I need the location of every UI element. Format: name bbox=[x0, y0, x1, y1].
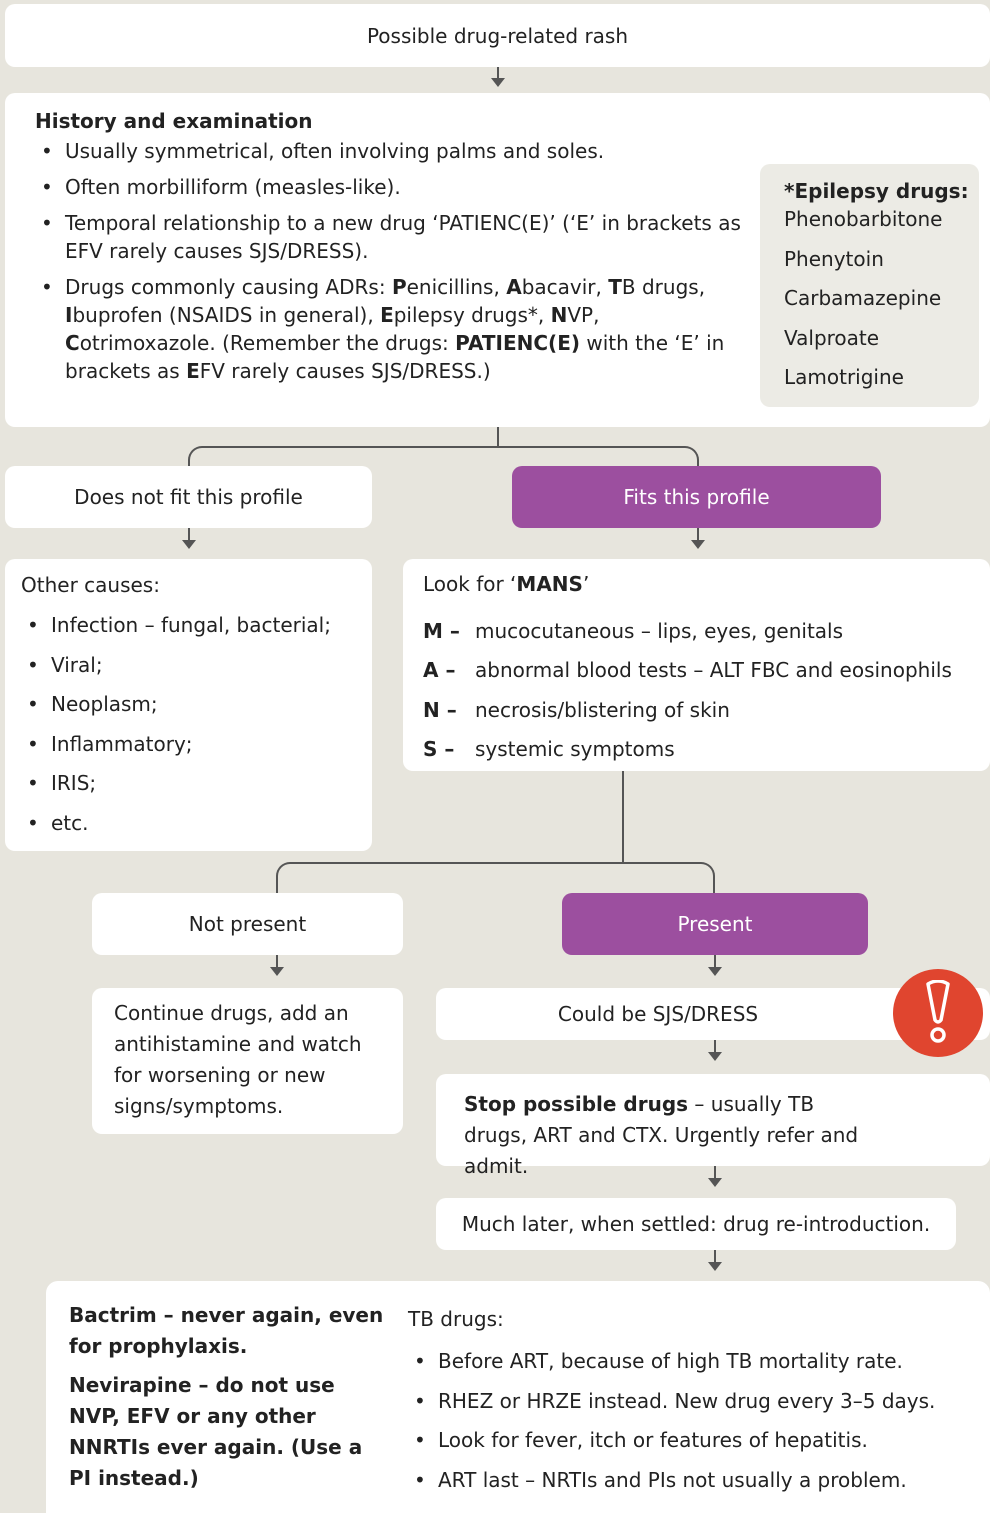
arrow-down-icon bbox=[708, 1178, 722, 1187]
connector bbox=[697, 528, 699, 542]
connector bbox=[714, 1166, 716, 1180]
present-box: Present bbox=[562, 893, 868, 955]
start-label: Possible drug-related rash bbox=[366, 23, 629, 48]
connector bbox=[714, 1040, 716, 1054]
connector bbox=[714, 955, 716, 969]
tb-item: Look for fever, itch or features of hepa… bbox=[408, 1427, 988, 1467]
stop-box: Stop possible drugs – usually TB drugs, … bbox=[436, 1074, 990, 1178]
mans-row-s: S –systemic symptoms bbox=[423, 737, 675, 762]
not-fit-label: Does not fit this profile bbox=[74, 485, 303, 509]
mans-title: Look for ‘MANS’ bbox=[423, 572, 590, 596]
epilepsy-title: *Epilepsy drugs: bbox=[784, 179, 969, 203]
history-bullet: Often morbilliform (measles-like). bbox=[35, 173, 745, 201]
arrow-down-icon bbox=[708, 1262, 722, 1271]
final-right: TB drugs: Before ART, because of high TB… bbox=[408, 1306, 988, 1506]
present-label: Present bbox=[677, 912, 753, 936]
start-box: Possible drug-related rash bbox=[5, 4, 990, 67]
later-label: Much later, when settled: drug re-introd… bbox=[461, 1212, 931, 1236]
connector bbox=[622, 771, 624, 863]
warning-icon bbox=[893, 969, 983, 1057]
other-cause-item: etc. bbox=[21, 810, 372, 850]
other-causes-list: Infection – fungal, bacterial; Viral; Ne… bbox=[21, 612, 372, 849]
history-title: History and examination bbox=[35, 109, 313, 133]
nevirapine-text: Nevirapine – do not use NVP, EFV or any … bbox=[69, 1373, 363, 1490]
continue-box: Continue drugs, add an antihistamine and… bbox=[92, 988, 403, 1134]
tb-item: RHEZ or HRZE instead. New drug every 3–5… bbox=[408, 1388, 988, 1428]
fits-box: Fits this profile bbox=[512, 466, 881, 528]
history-bullet: Temporal relationship to a new drug ‘PAT… bbox=[35, 209, 745, 265]
tb-list: Before ART, because of high TB mortality… bbox=[408, 1348, 988, 1506]
continue-text: Continue drugs, add an antihistamine and… bbox=[114, 1001, 362, 1118]
arrow-down-icon bbox=[708, 1052, 722, 1061]
not-present-box: Not present bbox=[92, 893, 403, 955]
connector bbox=[497, 427, 499, 447]
connector bbox=[276, 955, 278, 969]
fits-label: Fits this profile bbox=[623, 485, 770, 509]
arrow-down-icon bbox=[182, 540, 196, 549]
sjs-label: Could be SJS/DRESS bbox=[557, 1002, 759, 1026]
epilepsy-item: Valproate bbox=[784, 325, 880, 350]
connector bbox=[497, 67, 499, 81]
history-bullet-drugs: Drugs commonly causing ADRs: Penicillins… bbox=[35, 273, 745, 385]
arrow-down-icon bbox=[691, 540, 705, 549]
tb-item: ART last – NRTIs and PIs not usually a p… bbox=[408, 1467, 988, 1507]
tb-title: TB drugs: bbox=[408, 1307, 504, 1331]
other-cause-item: Inflammatory; bbox=[21, 731, 372, 771]
epilepsy-box: *Epilepsy drugs: Phenobarbitone Phenytoi… bbox=[760, 164, 979, 407]
connector bbox=[188, 528, 190, 542]
final-box: Bactrim – never again, even for prophyla… bbox=[46, 1281, 990, 1513]
stop-text: Stop possible drugs – usually TB drugs, … bbox=[464, 1092, 859, 1178]
tb-item: Before ART, because of high TB mortality… bbox=[408, 1348, 988, 1388]
mans-box: Look for ‘MANS’ M –mucocutaneous – lips,… bbox=[403, 559, 990, 771]
arrow-down-icon bbox=[708, 967, 722, 976]
final-left: Bactrim – never again, even for prophyla… bbox=[69, 1300, 389, 1494]
mans-row-n: N –necrosis/blistering of skin bbox=[423, 697, 730, 722]
arrow-down-icon bbox=[270, 967, 284, 976]
history-bullet: Usually symmetrical, often involving pal… bbox=[35, 137, 745, 165]
later-box: Much later, when settled: drug re-introd… bbox=[436, 1198, 956, 1250]
other-cause-item: Infection – fungal, bacterial; bbox=[21, 612, 372, 652]
other-causes-box: Other causes: Infection – fungal, bacter… bbox=[5, 559, 372, 851]
epilepsy-item: Phenobarbitone bbox=[784, 207, 943, 231]
not-fit-box: Does not fit this profile bbox=[5, 466, 372, 528]
mans-row-a: A –abnormal blood tests – ALT FBC and eo… bbox=[423, 658, 952, 683]
connector bbox=[714, 1250, 716, 1264]
other-cause-item: Viral; bbox=[21, 652, 372, 692]
branch-connector bbox=[188, 446, 699, 466]
epilepsy-item: Phenytoin bbox=[784, 246, 884, 271]
epilepsy-item: Carbamazepine bbox=[784, 286, 942, 310]
epilepsy-item: Lamotrigine bbox=[784, 365, 904, 389]
history-list: Usually symmetrical, often involving pal… bbox=[35, 137, 745, 385]
branch-connector bbox=[276, 862, 715, 894]
other-cause-item: IRIS; bbox=[21, 770, 372, 810]
other-causes-title: Other causes: bbox=[21, 573, 160, 597]
arrow-down-icon bbox=[491, 78, 505, 87]
not-present-label: Not present bbox=[188, 912, 307, 936]
bactrim-text: Bactrim – never again, even for prophyla… bbox=[69, 1303, 384, 1358]
mans-row-m: M –mucocutaneous – lips, eyes, genitals bbox=[423, 618, 844, 643]
other-cause-item: Neoplasm; bbox=[21, 691, 372, 731]
